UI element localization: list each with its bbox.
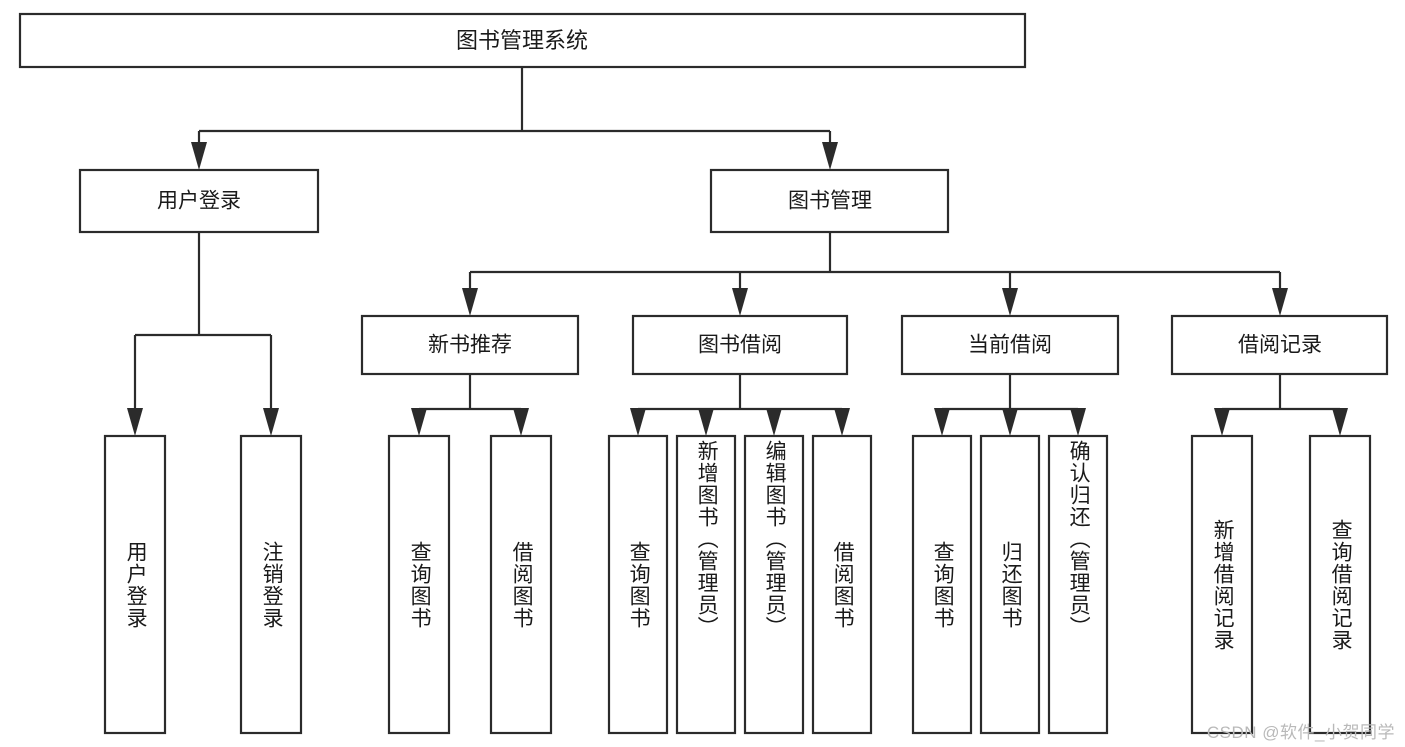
node-current-borrow-label: 当前借阅	[968, 334, 1052, 357]
node-leaf-user-logout-rect[interactable]	[239, 434, 303, 735]
node-leaf-current-return-book-rect[interactable]	[979, 434, 1041, 735]
arrow-leaf-borrow-edit-book	[766, 408, 782, 436]
node-leaf-current-query-book-rect[interactable]	[911, 434, 973, 735]
node-book-manage-label: 图书管理	[788, 190, 872, 213]
node-leaf-rec-query-book-rect[interactable]	[387, 434, 451, 735]
node-leaf-borrow-query-book-rect[interactable]	[607, 434, 669, 735]
node-leaf-rec-borrow-book-rect[interactable]	[489, 434, 553, 735]
arrow-leaf-current-query-book	[934, 408, 950, 436]
node-user-login-label: 用户登录	[157, 190, 241, 213]
node-borrow-record-label: 借阅记录	[1238, 334, 1322, 357]
node-root-label: 图书管理系统	[456, 28, 588, 53]
arrow-to-new-book-recommend	[462, 288, 478, 316]
node-current-borrow[interactable]: 当前借阅	[900, 314, 1120, 376]
node-root[interactable]: 图书管理系统	[18, 12, 1027, 69]
node-user-login-rect[interactable]	[78, 168, 320, 234]
node-book-manage-rect[interactable]	[709, 168, 950, 234]
node-leaf-current-confirm-return-rect[interactable]	[1047, 434, 1109, 735]
node-leaf-record-add-rect[interactable]	[1190, 434, 1254, 735]
node-leaf-borrow-edit-book-rect[interactable]	[743, 434, 805, 735]
arrow-leaf-rec-query-book	[411, 408, 427, 436]
arrow-leaf-record-add	[1214, 408, 1230, 436]
node-book-borrow-rect[interactable]	[631, 314, 849, 376]
arrow-leaf-borrow-query-book	[630, 408, 646, 436]
arrow-to-current-borrow	[1002, 288, 1018, 316]
connector-group	[127, 67, 1348, 436]
node-user-login[interactable]: 用户登录	[78, 168, 320, 234]
arrow-leaf-user-login	[127, 408, 143, 436]
node-borrow-record-rect[interactable]	[1170, 314, 1389, 376]
node-new-book-recommend-rect[interactable]	[360, 314, 580, 376]
arrow-leaf-borrow-add-book	[698, 408, 714, 436]
arrow-leaf-borrow-borrow-book	[834, 408, 850, 436]
arrow-to-borrow-record	[1272, 288, 1288, 316]
arrow-leaf-current-confirm-return	[1070, 408, 1086, 436]
arrow-leaf-user-logout	[263, 408, 279, 436]
arrow-leaf-current-return-book	[1002, 408, 1018, 436]
node-leaf-user-login-rect[interactable]	[103, 434, 167, 735]
node-leaf-borrow-borrow-book-rect[interactable]	[811, 434, 873, 735]
node-borrow-record[interactable]: 借阅记录	[1170, 314, 1389, 376]
node-root-rect[interactable]	[18, 12, 1027, 69]
arrow-leaf-rec-borrow-book	[513, 408, 529, 436]
node-leaf-record-query-rect[interactable]	[1308, 434, 1372, 735]
node-new-book-recommend-label: 新书推荐	[428, 334, 512, 357]
node-leaf-borrow-add-book-rect[interactable]	[675, 434, 737, 735]
node-book-borrow[interactable]: 图书借阅	[631, 314, 849, 376]
arrow-leaf-record-query	[1332, 408, 1348, 436]
arrow-to-book-borrow	[732, 288, 748, 316]
arrow-to-book-manage	[822, 142, 838, 170]
watermark: CSDN @软件_小贺同学	[1206, 723, 1395, 742]
node-book-borrow-label: 图书借阅	[698, 334, 782, 357]
node-book-manage[interactable]: 图书管理	[709, 168, 950, 234]
arrow-to-user-login	[191, 142, 207, 170]
node-current-borrow-rect[interactable]	[900, 314, 1120, 376]
node-new-book-recommend[interactable]: 新书推荐	[360, 314, 580, 376]
